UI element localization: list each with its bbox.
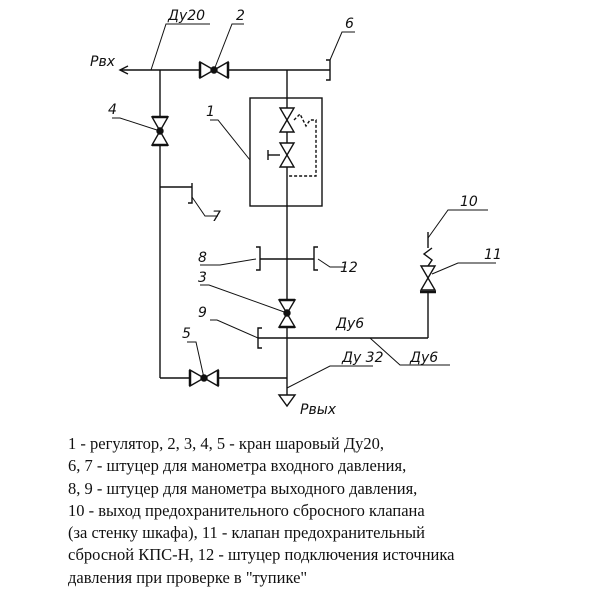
legend-line: сбросной КПС-Н, 12 - штуцер подключения … (68, 545, 455, 565)
label-7: 7 (212, 209, 221, 225)
safety-valve-11 (419, 247, 437, 294)
label-3: 3 (198, 270, 207, 286)
legend-line: 1 - регулятор, 2, 3, 4, 5 - кран шаровый… (68, 434, 384, 453)
label-p-out: Рвых (300, 402, 337, 418)
label-12: 12 (340, 260, 358, 276)
piping-diagram: Рвх Ду20 2 6 4 1 7 8 12 3 9 5 Ду6 Ду 32 … (90, 8, 502, 418)
label-10: 10 (460, 194, 478, 210)
label-1: 1 (206, 104, 215, 120)
ball-valve-2 (198, 60, 230, 80)
inlet-arrow (118, 65, 129, 75)
label-du32: Ду 32 (341, 350, 384, 366)
label-4: 4 (108, 102, 117, 118)
leader-lines (112, 23, 496, 389)
label-9: 9 (198, 305, 207, 321)
legend-line: 8, 9 - штуцер для манометра выходного да… (68, 478, 418, 498)
label-11: 11 (484, 247, 502, 263)
regulator-1 (249, 97, 323, 207)
legend-line: 10 - выход предохранительного сбросного … (68, 500, 425, 520)
regulator-internal-valves (267, 98, 317, 206)
label-8: 8 (198, 250, 207, 266)
fitting-7 (188, 183, 193, 204)
ball-valve-3 (277, 298, 297, 329)
label-p-in: Рвх (90, 54, 116, 70)
legend: 1 - регулятор, 2, 3, 4, 5 - кран шаровый… (68, 433, 588, 589)
legend-line: давления при проверке в "тупике" (68, 567, 308, 587)
label-5: 5 (182, 326, 191, 342)
fitting-6 (326, 59, 331, 81)
outlet-arrow (277, 394, 297, 408)
fitting-8 (256, 246, 261, 271)
label-du6-b: Ду6 (409, 350, 438, 366)
label-6: 6 (345, 16, 354, 32)
label-du6-a: Ду6 (335, 316, 364, 332)
legend-line: 6, 7 - штуцер для манометра входного дав… (68, 456, 407, 476)
label-du20: Ду20 (167, 8, 205, 24)
label-2: 2 (236, 8, 245, 24)
fitting-12 (313, 246, 318, 271)
legend-line: (за стенку шкафа), 11 - клапан предохран… (68, 523, 425, 543)
